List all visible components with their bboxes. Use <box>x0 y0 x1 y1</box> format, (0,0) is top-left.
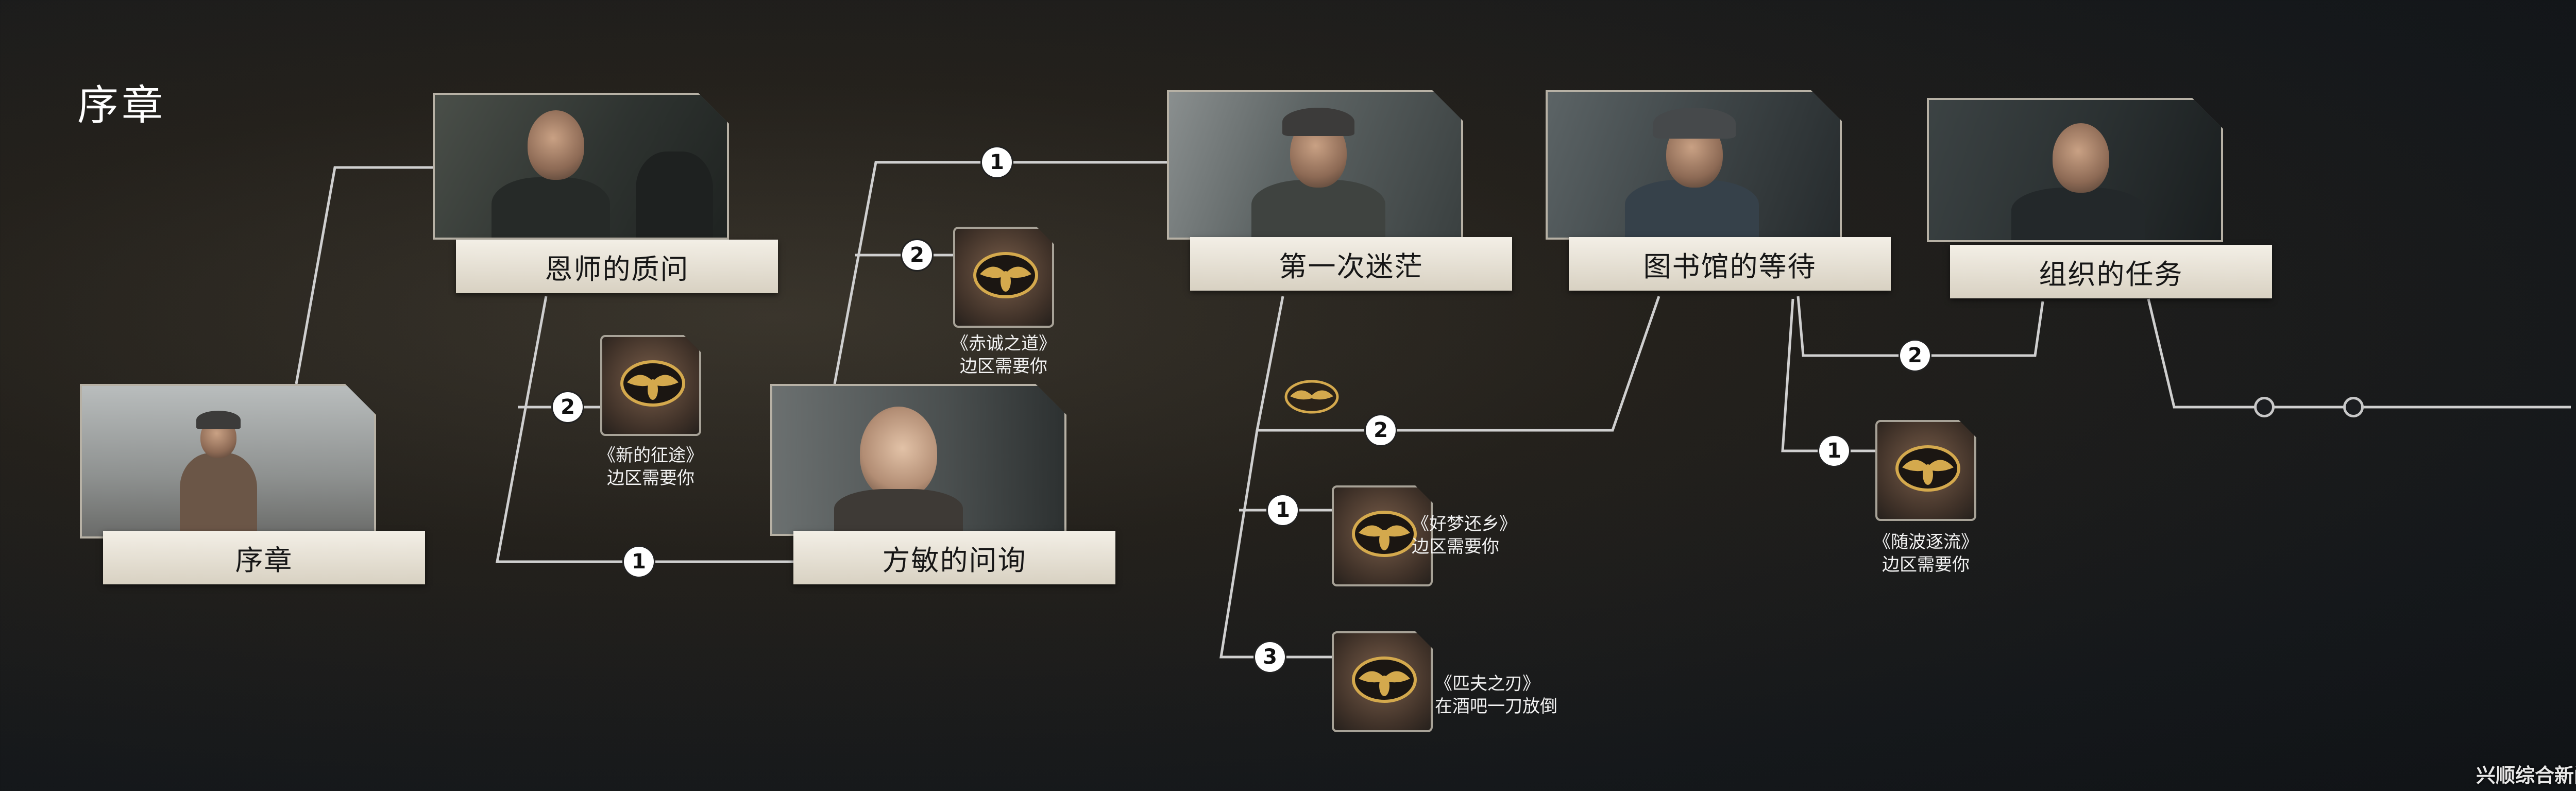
future-node-dot[interactable] <box>2254 397 2275 417</box>
side-text-homecoming: 《好梦还乡》 边区需要你 <box>1412 513 1597 558</box>
side-title: 《新的征途》 <box>598 445 703 466</box>
mission-thumbnail <box>1927 98 2223 242</box>
side-text-sincere-path: 《赤诚之道》 边区需要你 <box>911 332 1096 378</box>
branch-badge[interactable]: 2 <box>553 392 583 422</box>
branch-badge[interactable]: 1 <box>1268 495 1298 525</box>
mentor-label: 恩师的质问 <box>456 240 778 293</box>
branch-badge[interactable]: 2 <box>1366 415 1396 445</box>
side-title: 《随波逐流》 <box>1873 532 1978 552</box>
prologue-thumbnail <box>80 384 376 538</box>
emblem-icon <box>1892 443 1964 494</box>
library-label: 图书馆的等待 <box>1569 237 1891 291</box>
emblem-icon <box>1348 654 1420 705</box>
emblem-icon <box>617 358 689 409</box>
side-desc: 边区需要你 <box>1882 554 1970 575</box>
side-title: 《赤诚之道》 <box>951 333 1056 354</box>
branch-badge[interactable]: 2 <box>1900 341 1930 371</box>
branch-badge[interactable]: 1 <box>982 147 1012 177</box>
branch-badge[interactable]: 1 <box>624 547 654 577</box>
emblem-icon <box>970 249 1042 301</box>
mission-label: 组织的任务 <box>1950 245 2272 298</box>
side-thumb-new-journey <box>600 335 701 436</box>
fangmin-thumbnail <box>770 384 1066 536</box>
node-prologue[interactable]: 序章 <box>80 384 425 587</box>
confusion-label: 第一次迷茫 <box>1190 237 1512 291</box>
side-desc: 边区需要你 <box>607 468 694 489</box>
node-first-confusion[interactable]: 第一次迷茫 <box>1167 90 1512 294</box>
node-library-wait[interactable]: 图书馆的等待 <box>1546 90 1891 294</box>
side-text-blade: 《匹夫之刃》 在酒吧一刀放倒 <box>1435 672 1620 718</box>
confusion-thumbnail <box>1167 90 1463 240</box>
side-desc: 在酒吧一刀放倒 <box>1435 696 1557 717</box>
mentor-thumbnail <box>433 93 729 240</box>
side-title: 《好梦还乡》 <box>1412 514 1517 534</box>
future-node-dot[interactable] <box>2343 397 2364 417</box>
side-thumb-homecoming <box>1332 485 1433 586</box>
branch-badge[interactable]: 3 <box>1255 642 1285 672</box>
side-text-new-journey: 《新的征途》 边区需要你 <box>558 444 743 490</box>
branch-badge[interactable]: 2 <box>902 240 932 270</box>
prologue-label: 序章 <box>103 531 425 584</box>
side-desc: 边区需要你 <box>960 356 1047 377</box>
side-title: 《匹夫之刃》 <box>1435 674 1540 694</box>
node-mentor-question[interactable]: 恩师的质问 <box>433 93 778 296</box>
side-thumb-drift <box>1875 420 1976 521</box>
branch-badge[interactable]: 1 <box>1819 436 1849 466</box>
watermark-text: 兴顺综合新闻网 <box>2476 764 2576 787</box>
side-thumb-sincere-path <box>953 227 1054 328</box>
chapter-title: 序章 <box>77 81 166 129</box>
library-thumbnail <box>1546 90 1842 240</box>
emblem-small-icon <box>1284 380 1339 414</box>
side-thumb-blade <box>1332 631 1433 732</box>
side-desc: 边区需要你 <box>1412 536 1499 557</box>
node-fangmin-inquiry[interactable]: 方敏的问询 <box>770 384 1115 587</box>
node-organization-mission[interactable]: 组织的任务 <box>1927 98 2272 301</box>
emblem-icon <box>1348 508 1420 560</box>
fangmin-label: 方敏的问询 <box>793 531 1115 584</box>
side-text-drift: 《随波逐流》 边区需要你 <box>1833 531 2019 576</box>
